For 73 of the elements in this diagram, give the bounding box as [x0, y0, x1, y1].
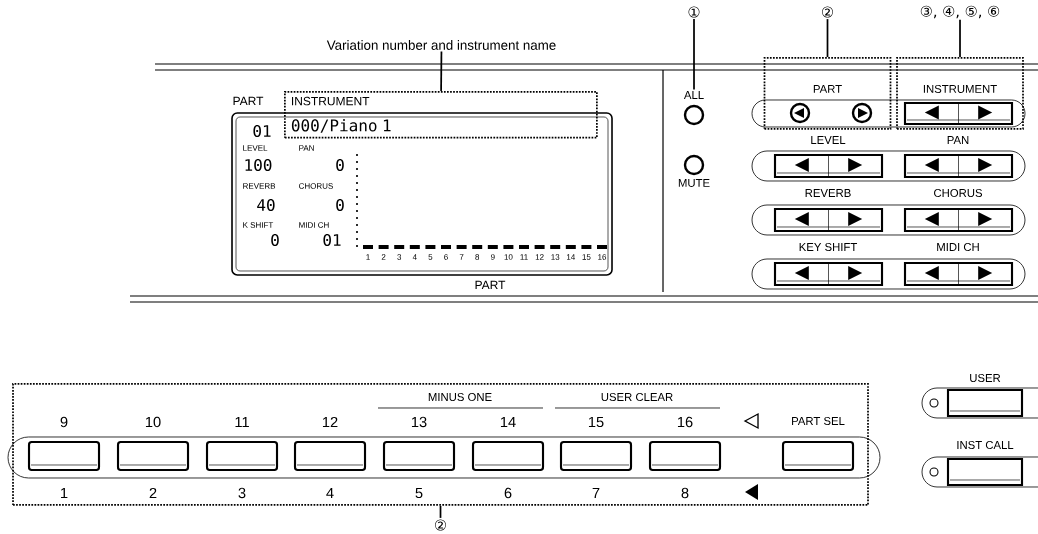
- panel-label: 3: [397, 254, 402, 260]
- number-label: 3: [238, 487, 246, 499]
- panel-label: MIDI CH: [299, 222, 329, 228]
- panel-label: 2: [381, 254, 386, 260]
- highlight-box: [12, 383, 869, 506]
- panel-label: REVERB: [243, 183, 276, 189]
- highlight-box: INSTRUMENT 000/Piano 1: [284, 91, 598, 139]
- panel-label: MIDI CH: [937, 243, 979, 251]
- panel-label: PAN: [299, 145, 314, 151]
- panel-label: MINUS ONE: [428, 393, 492, 401]
- panel-label: PART SEL: [792, 417, 845, 425]
- number-label: 11: [235, 416, 249, 428]
- panel-label: 6: [444, 254, 448, 260]
- panel-label: 15: [582, 254, 591, 260]
- panel-label: KEY SHIFT: [799, 243, 858, 251]
- panel-label: 12: [535, 254, 544, 260]
- leader-line: [693, 18, 695, 91]
- callout-number: ②: [822, 6, 833, 18]
- number-label: 5: [415, 487, 423, 499]
- number-label: 12: [322, 416, 338, 428]
- display-readout: 100: [245, 158, 272, 172]
- number-label: 9: [60, 416, 68, 428]
- highlight-box: PART: [763, 57, 892, 130]
- panel-label: 5: [428, 254, 433, 260]
- panel-label: 11: [520, 254, 528, 260]
- number-label: 7: [592, 487, 600, 499]
- number-label: 13: [411, 416, 427, 428]
- mute-button: MUTE: [678, 154, 710, 187]
- number-label: 14: [500, 416, 516, 428]
- panel-label: 10: [504, 254, 513, 260]
- display-readout: 40: [257, 198, 275, 212]
- number-label: 6: [504, 487, 512, 499]
- panel-label: K SHIFT: [243, 222, 274, 228]
- panel-label: USER CLEAR: [601, 393, 673, 401]
- all-button: ALL: [683, 91, 705, 126]
- number-label: 10: [145, 416, 161, 428]
- panel-label: 4: [412, 254, 417, 260]
- leader-line: [826, 18, 829, 58]
- panel-label: 16: [598, 254, 607, 260]
- callout-number: ③, ④, ⑤, ⑥: [920, 5, 1000, 19]
- number-label: 8: [681, 487, 689, 499]
- leader-line: [959, 19, 961, 58]
- panel-label: REVERB: [805, 189, 851, 197]
- panel-label: LEVEL: [243, 145, 268, 151]
- panel-label: CHORUS: [934, 189, 983, 197]
- panel-label: USER: [970, 374, 1001, 382]
- panel-label: PART: [233, 96, 264, 106]
- callout-text: Variation number and instrument name: [326, 40, 556, 50]
- node-label: MUTE: [678, 179, 710, 187]
- panel-label: PART: [475, 280, 506, 290]
- number-label: 16: [677, 416, 693, 428]
- leader-line: [440, 50, 443, 92]
- number-label: 2: [149, 487, 157, 499]
- number-label: 15: [588, 416, 604, 428]
- panel-label: 13: [551, 254, 560, 260]
- panel-label: 8: [475, 254, 480, 260]
- leader-line: [439, 505, 442, 519]
- display-readout: 0: [271, 233, 279, 247]
- display-readout: 01: [323, 233, 341, 247]
- callout-number: ①: [688, 6, 700, 18]
- node-label: ALL: [683, 91, 704, 99]
- number-label: 4: [326, 487, 334, 499]
- callout-number: ②: [435, 519, 446, 531]
- panel-label: CHORUS: [299, 183, 333, 189]
- display-readout: 0: [336, 158, 344, 172]
- panel-label: 1: [366, 254, 370, 260]
- panel-label: 9: [490, 254, 495, 260]
- panel-label: 14: [566, 254, 576, 260]
- number-label: 1: [61, 487, 68, 499]
- panel-label: INST CALL: [957, 441, 1014, 449]
- highlight-box: INSTRUMENT: [896, 57, 1024, 130]
- panel-label: 7: [459, 254, 464, 260]
- display-readout: 0: [336, 198, 344, 212]
